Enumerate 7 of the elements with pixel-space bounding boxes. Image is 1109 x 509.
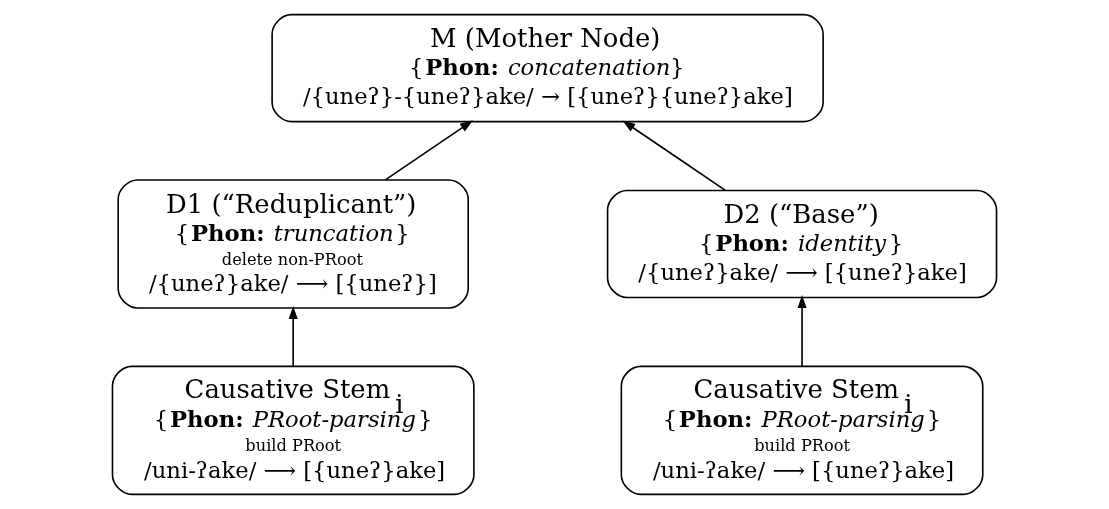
arrow (288, 305, 298, 367)
node-box: D1 (“Reduplicant”) {Phon: truncation} delete non-PRoot /{uneʔ}ake/ ⟶ [{uneʔ}] (117, 179, 469, 309)
arrow (622, 120, 726, 191)
node-box: M (Mother Node) {Phon: concatenation} /{uneʔ}-{uneʔ}ake/ → [{uneʔ}{uneʔ}ake] (271, 13, 824, 123)
arrow (384, 120, 473, 181)
node-box: D2 (“Base”) {Phon: identity} /{uneʔ}ake/ ⟶ [{uneʔ}ake] (606, 189, 998, 299)
arrow (797, 295, 807, 367)
